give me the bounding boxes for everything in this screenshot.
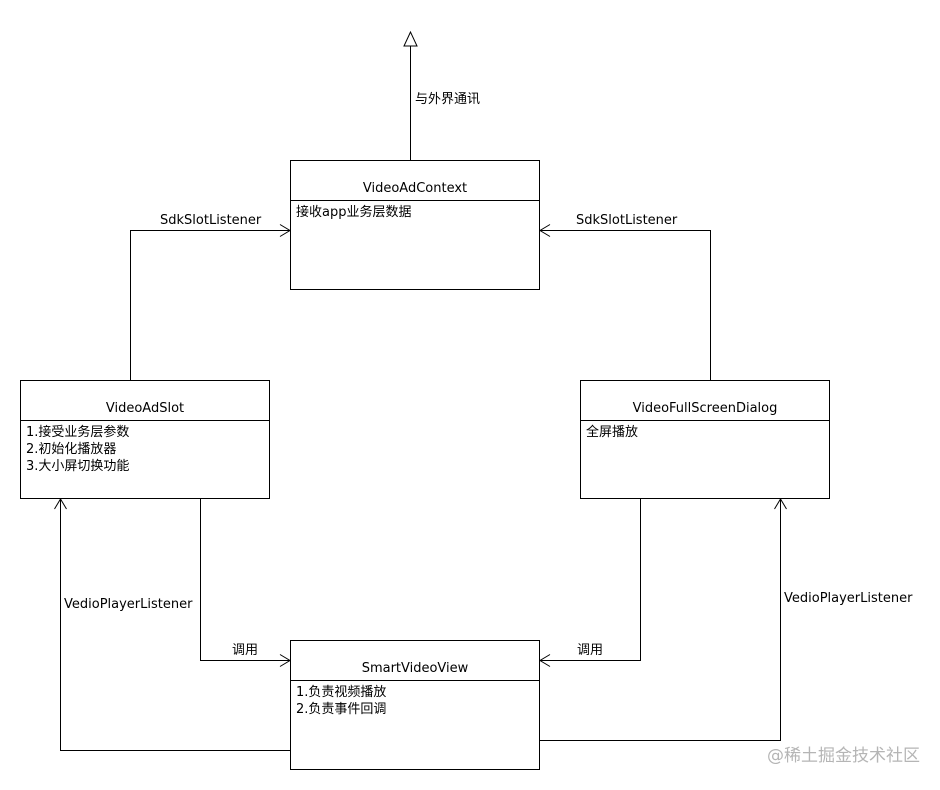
edge-label-external: 与外界通讯 — [415, 92, 481, 107]
edge-dialog-calls-view-line — [540, 499, 641, 661]
edge-external-arrowhead — [403, 30, 418, 47]
node-body: 1.负责视频播放 2.负责事件回调 — [291, 681, 539, 721]
edge-label-dialog-calls-view: 调用 — [577, 643, 604, 658]
watermark: @稀土掘金技术社区 — [767, 746, 920, 766]
edge-dialog-to-context-line — [540, 230, 711, 380]
node-title: SmartVideoView — [291, 641, 539, 681]
node-body-line: 1.负责视频播放 — [296, 685, 387, 700]
edge-label-slot-calls-view: 调用 — [232, 643, 259, 658]
node-video-ad-slot[interactable]: VideoAdSlot 1.接受业务层参数 2.初始化播放器 3.大小屏切换功能 — [20, 380, 270, 499]
node-body-line: 1.接受业务层参数 — [26, 425, 130, 440]
node-body-line: 接收app业务层数据 — [296, 205, 412, 220]
edge-label-dialog-to-context: SdkSlotListener — [576, 213, 678, 228]
node-title: VideoFullScreenDialog — [581, 381, 829, 421]
node-video-ad-context[interactable]: VideoAdContext 接收app业务层数据 — [290, 160, 540, 290]
node-body-line: 3.大小屏切换功能 — [26, 459, 130, 474]
node-body-line: 2.初始化播放器 — [26, 442, 117, 457]
edge-label-slot-to-context: SdkSlotListener — [160, 213, 262, 228]
node-body: 1.接受业务层参数 2.初始化播放器 3.大小屏切换功能 — [21, 421, 269, 478]
node-smart-video-view[interactable]: SmartVideoView 1.负责视频播放 2.负责事件回调 — [290, 640, 540, 770]
node-title: VideoAdContext — [291, 161, 539, 201]
node-body-line: 2.负责事件回调 — [296, 702, 387, 717]
edge-view-to-dialog-line — [540, 499, 781, 741]
edge-slot-to-context-line — [130, 230, 290, 380]
edge-label-view-to-dialog: VedioPlayerListener — [784, 591, 913, 606]
edge-dialog-to-context-arrowhead — [539, 224, 551, 237]
edge-slot-calls-view-line — [200, 499, 290, 661]
node-body: 全屏播放 — [581, 421, 829, 444]
node-body: 接收app业务层数据 — [291, 201, 539, 224]
node-body-line: 全屏播放 — [586, 425, 639, 440]
node-title: VideoAdSlot — [21, 381, 269, 421]
edge-view-to-slot-line — [60, 499, 290, 751]
edge-label-view-to-slot: VedioPlayerListener — [64, 597, 193, 612]
edge-view-to-slot-arrowhead — [54, 498, 67, 510]
node-video-full-screen-dialog[interactable]: VideoFullScreenDialog 全屏播放 — [580, 380, 830, 499]
edge-view-to-dialog-arrowhead — [774, 498, 787, 510]
edge-dialog-calls-view-arrowhead — [539, 654, 551, 667]
